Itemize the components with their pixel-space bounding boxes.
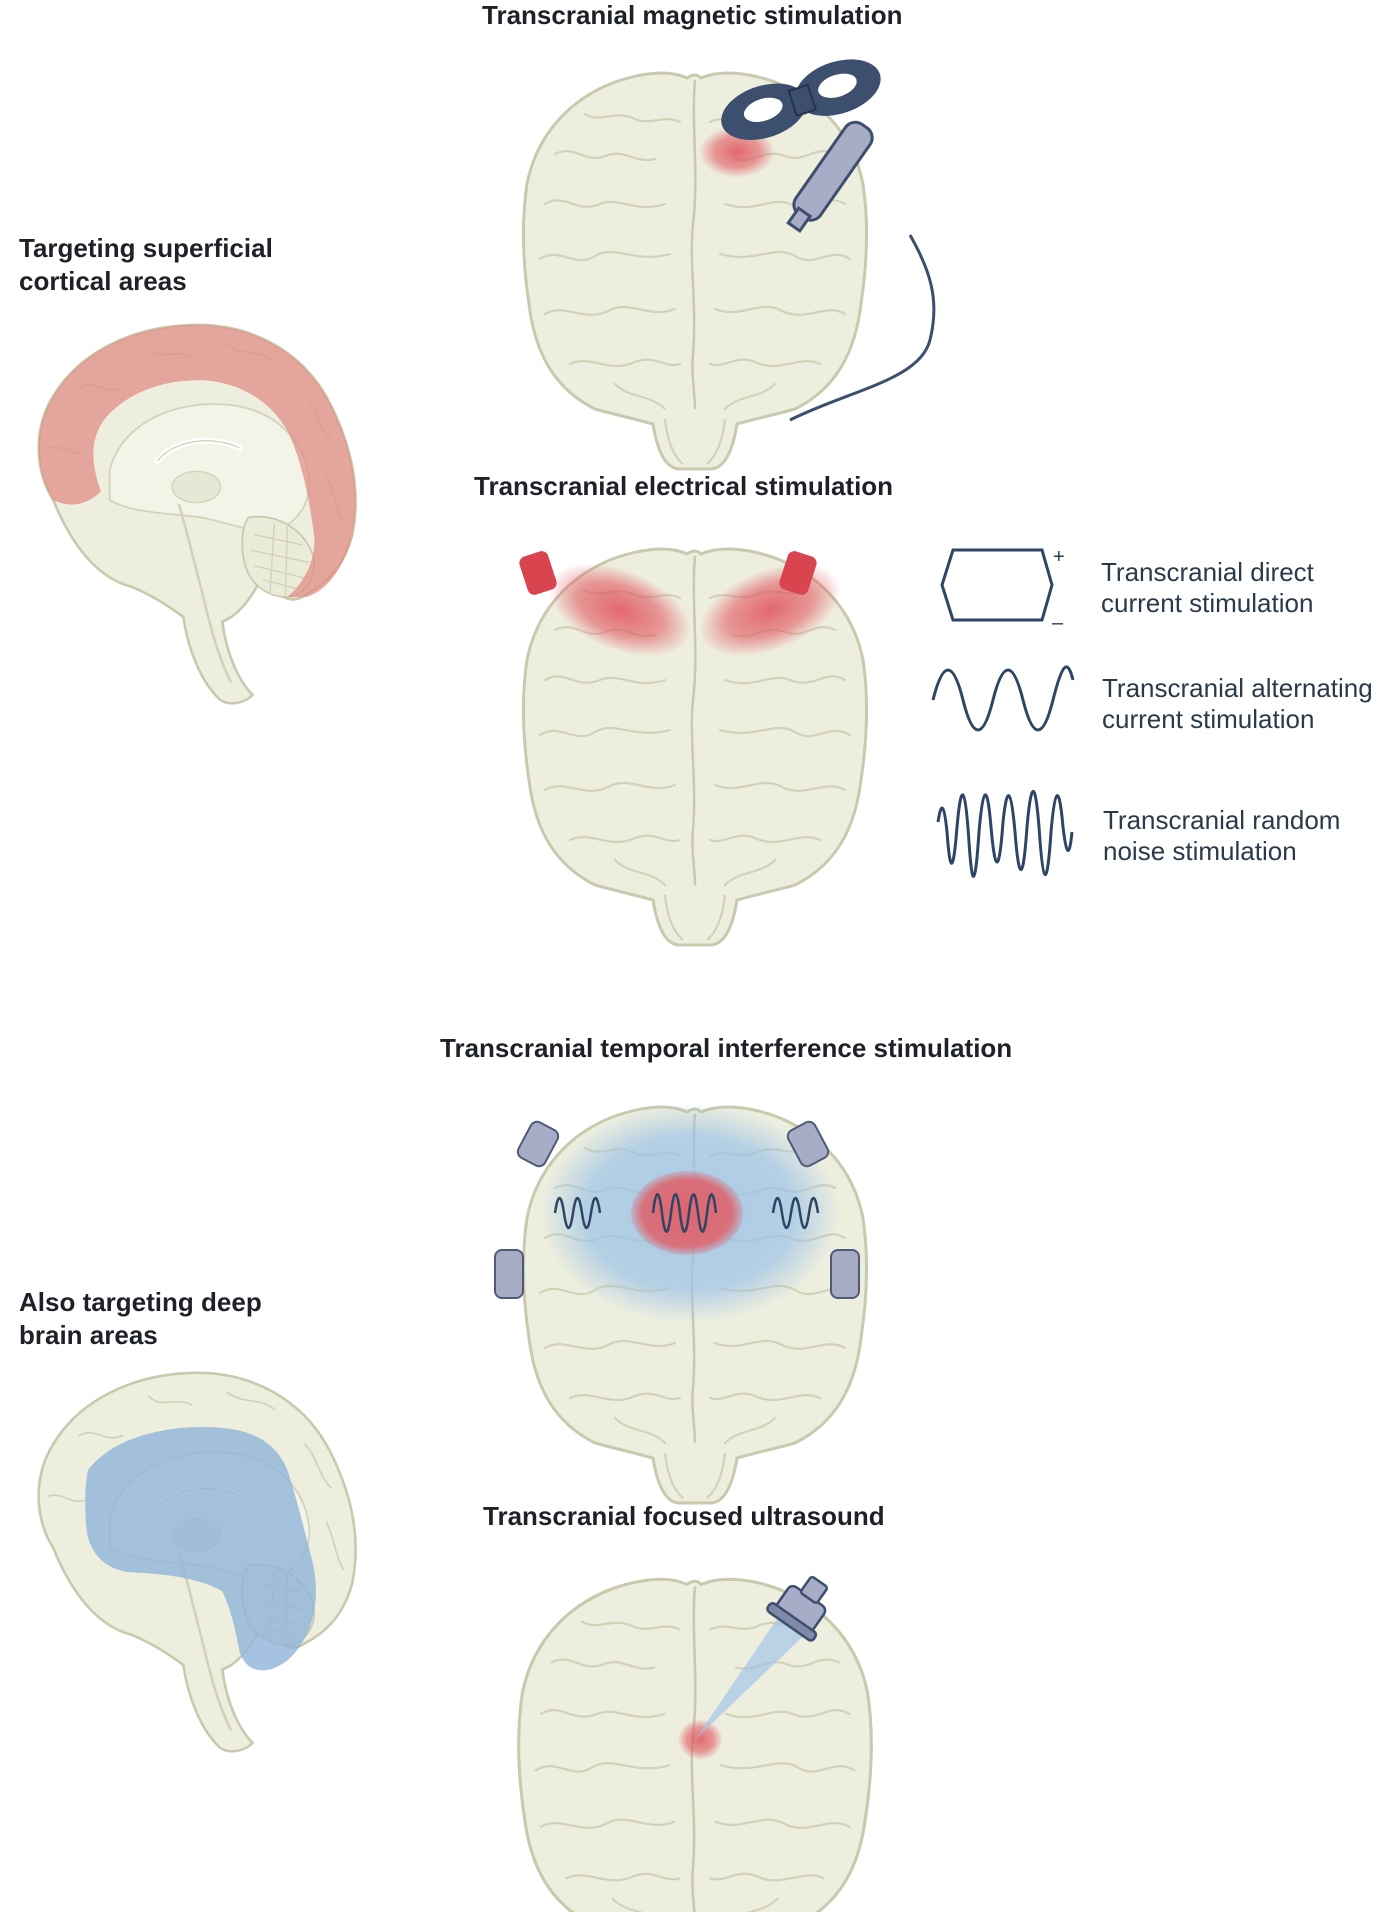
tfus-beam (695, 1611, 809, 1740)
title-tms: Transcranial magnetic stimulation (482, 0, 903, 30)
title-tfus: Transcranial focused ultrasound (483, 1501, 885, 1531)
electrode-pad-icon (494, 1249, 524, 1299)
random-noise-waveform-icon (936, 790, 1074, 878)
superficial-cortex-highlight (38, 324, 356, 598)
electrode-pad-icon (519, 551, 557, 595)
coronal-brain-tfus-icon (517, 1577, 873, 1912)
tacs-label: Transcranial alternating current stimula… (1102, 673, 1373, 734)
electrode-pad-icon (786, 1120, 830, 1168)
tfus-focus-area (677, 1719, 723, 1761)
tms-coil-icon (721, 59, 936, 422)
section-label-superficial: Targeting superficial cortical areas (19, 233, 273, 296)
coronal-brain-tes-icon (521, 547, 869, 947)
tes-current-field-left (548, 563, 692, 657)
trns-label: Transcranial random noise stimulation (1103, 805, 1341, 866)
plus-symbol: + (1053, 546, 1065, 568)
direct-current-waveform-icon (940, 548, 1054, 622)
electrode-pad-icon (779, 551, 817, 595)
deep-brain-highlight (85, 1426, 316, 1671)
section-label-deep: Also targeting deep brain areas (19, 1287, 262, 1350)
sagittal-brain-icon (2, 318, 382, 708)
electrode-pad-icon (516, 1120, 560, 1168)
title-tis: Transcranial temporal interference stimu… (440, 1033, 1013, 1063)
minus-symbol: – (1052, 612, 1064, 634)
electrode-pad-icon (830, 1249, 860, 1299)
ultrasound-transducer-icon (766, 1575, 829, 1642)
tdcs-label: Transcranial direct current stimulation (1101, 557, 1314, 618)
tis-focus-area (631, 1171, 743, 1255)
coronal-brain-tis-icon (521, 1103, 869, 1505)
alternating-current-waveform-icon (931, 665, 1075, 732)
sagittal-brain-deep-icon (2, 1366, 382, 1756)
title-tes: Transcranial electrical stimulation (474, 471, 894, 501)
